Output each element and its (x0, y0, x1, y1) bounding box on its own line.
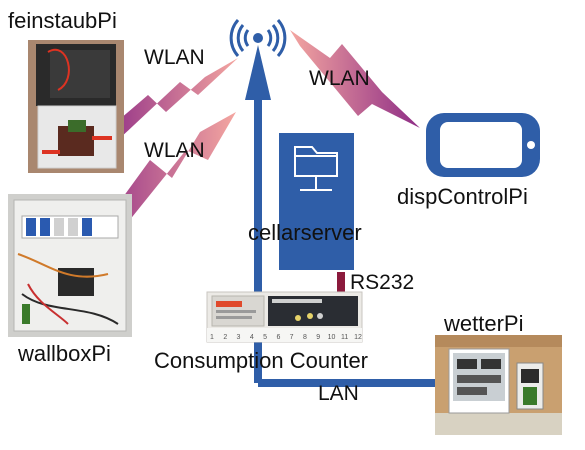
wlan-label-display: WLAN (309, 67, 370, 90)
counter-label: Consumption Counter (154, 348, 369, 373)
meter-terminal-number: 1 (210, 334, 214, 341)
wetter-photo (435, 335, 562, 435)
meter-terminal-number: 2 (223, 334, 227, 341)
meter-terminal-number: 4 (250, 334, 254, 341)
display-tablet-icon (426, 113, 540, 177)
meter-terminal-number: 3 (237, 334, 241, 341)
wlan-label-wallbox: WLAN (144, 139, 205, 162)
meter-terminal-number: 11 (341, 334, 348, 341)
meter-terminal-number: 6 (276, 334, 280, 341)
meter-terminal-number: 12 (354, 334, 362, 341)
wlan-label-feinstaub: WLAN (144, 46, 205, 69)
wlan-bolt-display (290, 30, 420, 128)
meter-terminal-number: 9 (316, 334, 320, 341)
antenna-icon (229, 19, 287, 100)
rs232-link (337, 272, 345, 294)
server-icon (279, 133, 354, 270)
wetter-label: wetterPi (444, 311, 524, 336)
display-label: dispControlPi (397, 184, 528, 209)
feinstaub-photo (28, 40, 124, 173)
meter-terminal-number: 10 (328, 334, 336, 341)
wallbox-photo (8, 194, 132, 337)
meter-terminal-number: 7 (290, 334, 294, 341)
feinstaub-label: feinstaubPi (8, 8, 117, 33)
server-label: cellarserver (248, 220, 362, 245)
lan-label: LAN (318, 382, 359, 405)
rs232-label: RS232 (350, 271, 415, 294)
wlan-bolt-feinstaub (100, 58, 238, 140)
wallbox-label: wallboxPi (18, 341, 111, 366)
meter-terminal-number: 8 (303, 334, 307, 341)
meter-terminal-number: 5 (263, 334, 267, 341)
